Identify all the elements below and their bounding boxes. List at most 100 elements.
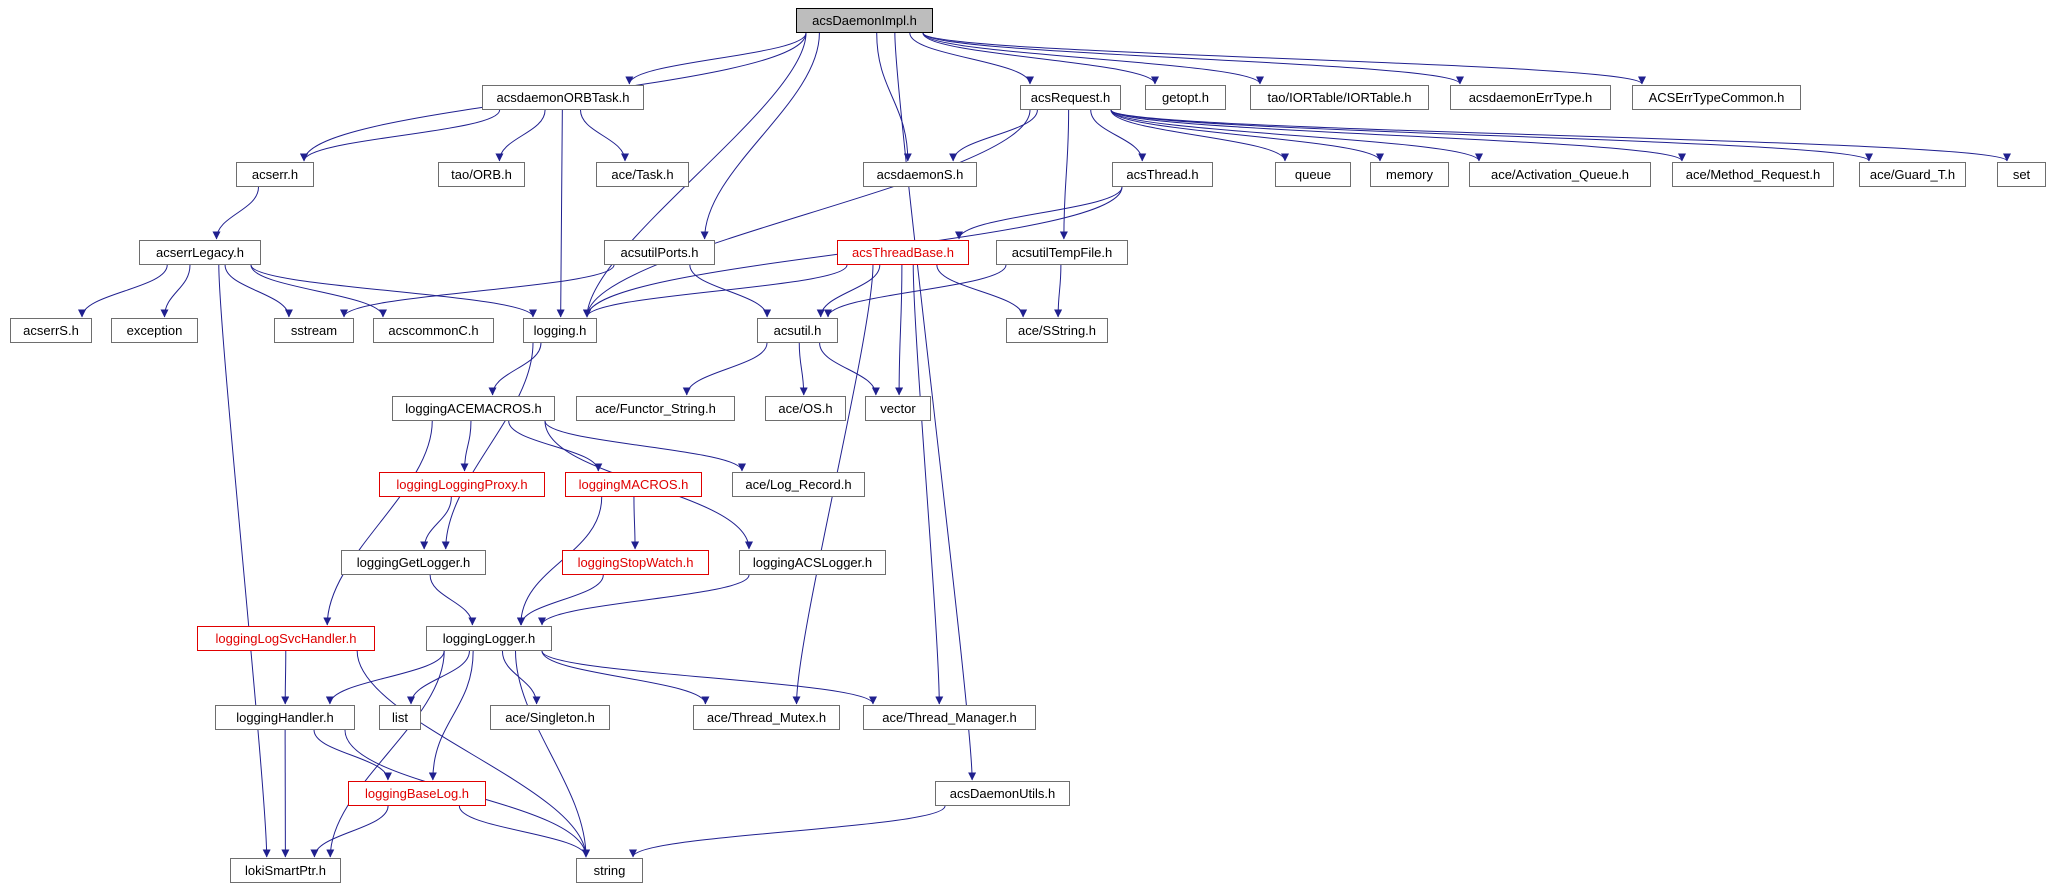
include-edge-acsutilPorts-to-acsutil	[689, 264, 772, 318]
graph-node-acsDaemonUtils[interactable]: acsDaemonUtils.h	[935, 781, 1070, 806]
include-edge-loggingGetLogger-to-loggingLogger	[429, 574, 477, 626]
graph-node-acsutilPorts[interactable]: acsutilPorts.h	[604, 240, 715, 265]
graph-node-loggingHandler[interactable]: loggingHandler.h	[215, 705, 355, 730]
include-edge-acsRequest-to-aceGuardT	[1110, 109, 1873, 162]
graph-node-acsThread[interactable]: acsThread.h	[1112, 162, 1213, 187]
include-edge-acsDaemonImpl-to-getopt	[922, 32, 1159, 85]
graph-node-acsdaemonErrType[interactable]: acsdaemonErrType.h	[1450, 85, 1611, 110]
graph-node-set[interactable]: set	[1997, 162, 2046, 187]
include-edge-loggingMACROS-to-loggingStopWatch	[631, 496, 640, 550]
include-edge-loggingLogger-to-loggingBaseLog	[428, 650, 474, 781]
graph-node-aceSingleton[interactable]: ace/Singleton.h	[490, 705, 610, 730]
graph-node-aceLogRecord[interactable]: ace/Log_Record.h	[732, 472, 865, 497]
graph-node-sstream[interactable]: sstream	[274, 318, 354, 343]
edge-group	[78, 32, 2011, 858]
graph-node-string[interactable]: string	[576, 858, 643, 883]
graph-node-acsRequest[interactable]: acsRequest.h	[1020, 85, 1121, 110]
graph-node-aceThreadManager[interactable]: ace/Thread_Manager.h	[863, 705, 1036, 730]
include-edge-acsThreadBase-to-aceThreadManager	[912, 264, 944, 705]
graph-node-ACSErrTypeCommon[interactable]: ACSErrTypeCommon.h	[1632, 85, 1801, 110]
include-edge-acsdaemonORBTask-to-aceTask	[579, 109, 629, 162]
graph-node-exception[interactable]: exception	[111, 318, 198, 343]
graph-node-loggingMACROS[interactable]: loggingMACROS.h	[565, 472, 702, 497]
graph-node-acsdaemonORBTask[interactable]: acsdaemonORBTask.h	[482, 85, 644, 110]
include-edge-acsutil-to-aceFunctorString	[682, 342, 768, 396]
graph-node-list[interactable]: list	[379, 705, 421, 730]
include-edge-acserrLegacy-to-lokiSmartPtr	[218, 264, 271, 858]
graph-node-acsDaemonImpl: acsDaemonImpl.h	[796, 8, 933, 33]
graph-node-aceSString[interactable]: ace/SString.h	[1006, 318, 1108, 343]
graph-node-memory[interactable]: memory	[1370, 162, 1449, 187]
graph-node-loggingGetLogger[interactable]: loggingGetLogger.h	[341, 550, 486, 575]
include-edge-loggingBaseLog-to-lokiSmartPtr	[310, 805, 389, 858]
graph-node-taoORB[interactable]: tao/ORB.h	[438, 162, 525, 187]
graph-node-queue[interactable]: queue	[1275, 162, 1351, 187]
graph-node-aceActivationQueue[interactable]: ace/Activation_Queue.h	[1469, 162, 1651, 187]
include-edge-acsDaemonUtils-to-string	[629, 805, 946, 858]
graph-node-aceGuardT[interactable]: ace/Guard_T.h	[1859, 162, 1966, 187]
graph-node-acsdaemonS[interactable]: acsdaemonS.h	[863, 162, 977, 187]
graph-node-acserrS[interactable]: acserrS.h	[10, 318, 92, 343]
include-edge-acsutil-to-vector	[819, 342, 880, 396]
include-edge-acsThreadBase-to-logging	[583, 264, 848, 318]
include-edge-acsRequest-to-acsdaemonS	[949, 109, 1038, 162]
include-edge-loggingACSLogger-to-loggingLogger	[538, 574, 750, 626]
include-edge-acsdaemonORBTask-to-acserr	[300, 109, 501, 162]
include-edge-acsDaemonImpl-to-acsdaemonS	[876, 32, 912, 162]
include-edge-acserrLegacy-to-acserrS	[78, 264, 168, 318]
include-edge-acsDaemonImpl-to-ACSErrTypeCommon	[922, 32, 1646, 85]
graph-node-taoIORTable[interactable]: tao/IORTable/IORTable.h	[1250, 85, 1429, 110]
include-edge-loggingLogger-to-string	[515, 650, 590, 858]
include-edge-loggingACEMACROS-to-loggingLoggingProxy	[460, 420, 472, 472]
graph-node-logging[interactable]: logging.h	[523, 318, 597, 343]
graph-node-acsutil[interactable]: acsutil.h	[757, 318, 838, 343]
include-edge-loggingACEMACROS-to-aceLogRecord	[544, 420, 746, 472]
graph-node-acserrLegacy[interactable]: acserrLegacy.h	[139, 240, 261, 265]
include-edge-acserr-to-acserrLegacy	[212, 186, 259, 240]
include-edge-acsRequest-to-aceActivationQueue	[1110, 109, 1483, 162]
include-edge-loggingStopWatch-to-loggingLogger	[517, 574, 604, 626]
include-edge-acsRequest-to-logging	[583, 109, 1031, 318]
graph-node-getopt[interactable]: getopt.h	[1145, 85, 1226, 110]
graph-node-aceThreadMutex[interactable]: ace/Thread_Mutex.h	[693, 705, 840, 730]
graph-node-vector[interactable]: vector	[865, 396, 931, 421]
graph-node-loggingLogSvcHandler[interactable]: loggingLogSvcHandler.h	[197, 626, 375, 651]
include-edge-loggingLogger-to-aceThreadMutex	[541, 650, 710, 705]
graph-node-aceOS[interactable]: ace/OS.h	[765, 396, 846, 421]
graph-node-loggingACEMACROS[interactable]: loggingACEMACROS.h	[392, 396, 555, 421]
include-edge-acsRequest-to-memory	[1110, 109, 1384, 162]
include-edge-acsThreadBase-to-acsutil	[816, 264, 881, 318]
graph-node-acscommonC[interactable]: acscommonC.h	[373, 318, 494, 343]
include-edge-loggingHandler-to-loggingBaseLog	[313, 729, 392, 781]
include-edge-loggingLoggingProxy-to-loggingGetLogger	[420, 496, 452, 550]
include-edge-acserrLegacy-to-sstream	[224, 264, 293, 318]
graph-node-aceMethodRequest[interactable]: ace/Method_Request.h	[1672, 162, 1834, 187]
graph-node-loggingLogger[interactable]: loggingLogger.h	[426, 626, 552, 651]
graph-node-aceTask[interactable]: ace/Task.h	[596, 162, 689, 187]
include-edge-acsRequest-to-queue	[1110, 109, 1289, 162]
include-edge-loggingLogger-to-lokiSmartPtr	[326, 650, 445, 858]
include-edge-acsutilTempFile-to-aceSString	[1054, 264, 1063, 318]
include-edge-acsutilTempFile-to-acsutil	[824, 264, 1007, 318]
include-edge-loggingACEMACROS-to-loggingLogSvcHandler	[323, 420, 433, 626]
graph-node-acsutilTempFile[interactable]: acsutilTempFile.h	[996, 240, 1128, 265]
include-edge-acsDaemonImpl-to-acsRequest	[909, 32, 1034, 85]
graph-node-aceFunctorString[interactable]: ace/Functor_String.h	[576, 396, 735, 421]
graph-node-acsThreadBase[interactable]: acsThreadBase.h	[837, 240, 969, 265]
include-edge-acsRequest-to-acsutilTempFile	[1059, 109, 1070, 240]
graph-node-loggingBaseLog[interactable]: loggingBaseLog.h	[348, 781, 486, 806]
graph-node-loggingLoggingProxy[interactable]: loggingLoggingProxy.h	[379, 472, 545, 497]
graph-node-loggingStopWatch[interactable]: loggingStopWatch.h	[562, 550, 709, 575]
include-edge-acsutilPorts-to-sstream	[340, 264, 615, 318]
graph-node-loggingACSLogger[interactable]: loggingACSLogger.h	[739, 550, 886, 575]
include-edge-loggingLogSvcHandler-to-string	[356, 650, 590, 858]
include-edge-loggingACEMACROS-to-loggingMACROS	[508, 420, 603, 472]
graph-node-acserr[interactable]: acserr.h	[236, 162, 314, 187]
graph-node-lokiSmartPtr[interactable]: lokiSmartPtr.h	[230, 858, 341, 883]
include-edge-acserrLegacy-to-logging	[250, 264, 537, 318]
include-edge-acsdaemonORBTask-to-logging	[556, 109, 565, 318]
include-edge-acsutil-to-aceOS	[798, 342, 808, 396]
include-edge-acsDaemonImpl-to-acsdaemonORBTask	[625, 32, 807, 85]
